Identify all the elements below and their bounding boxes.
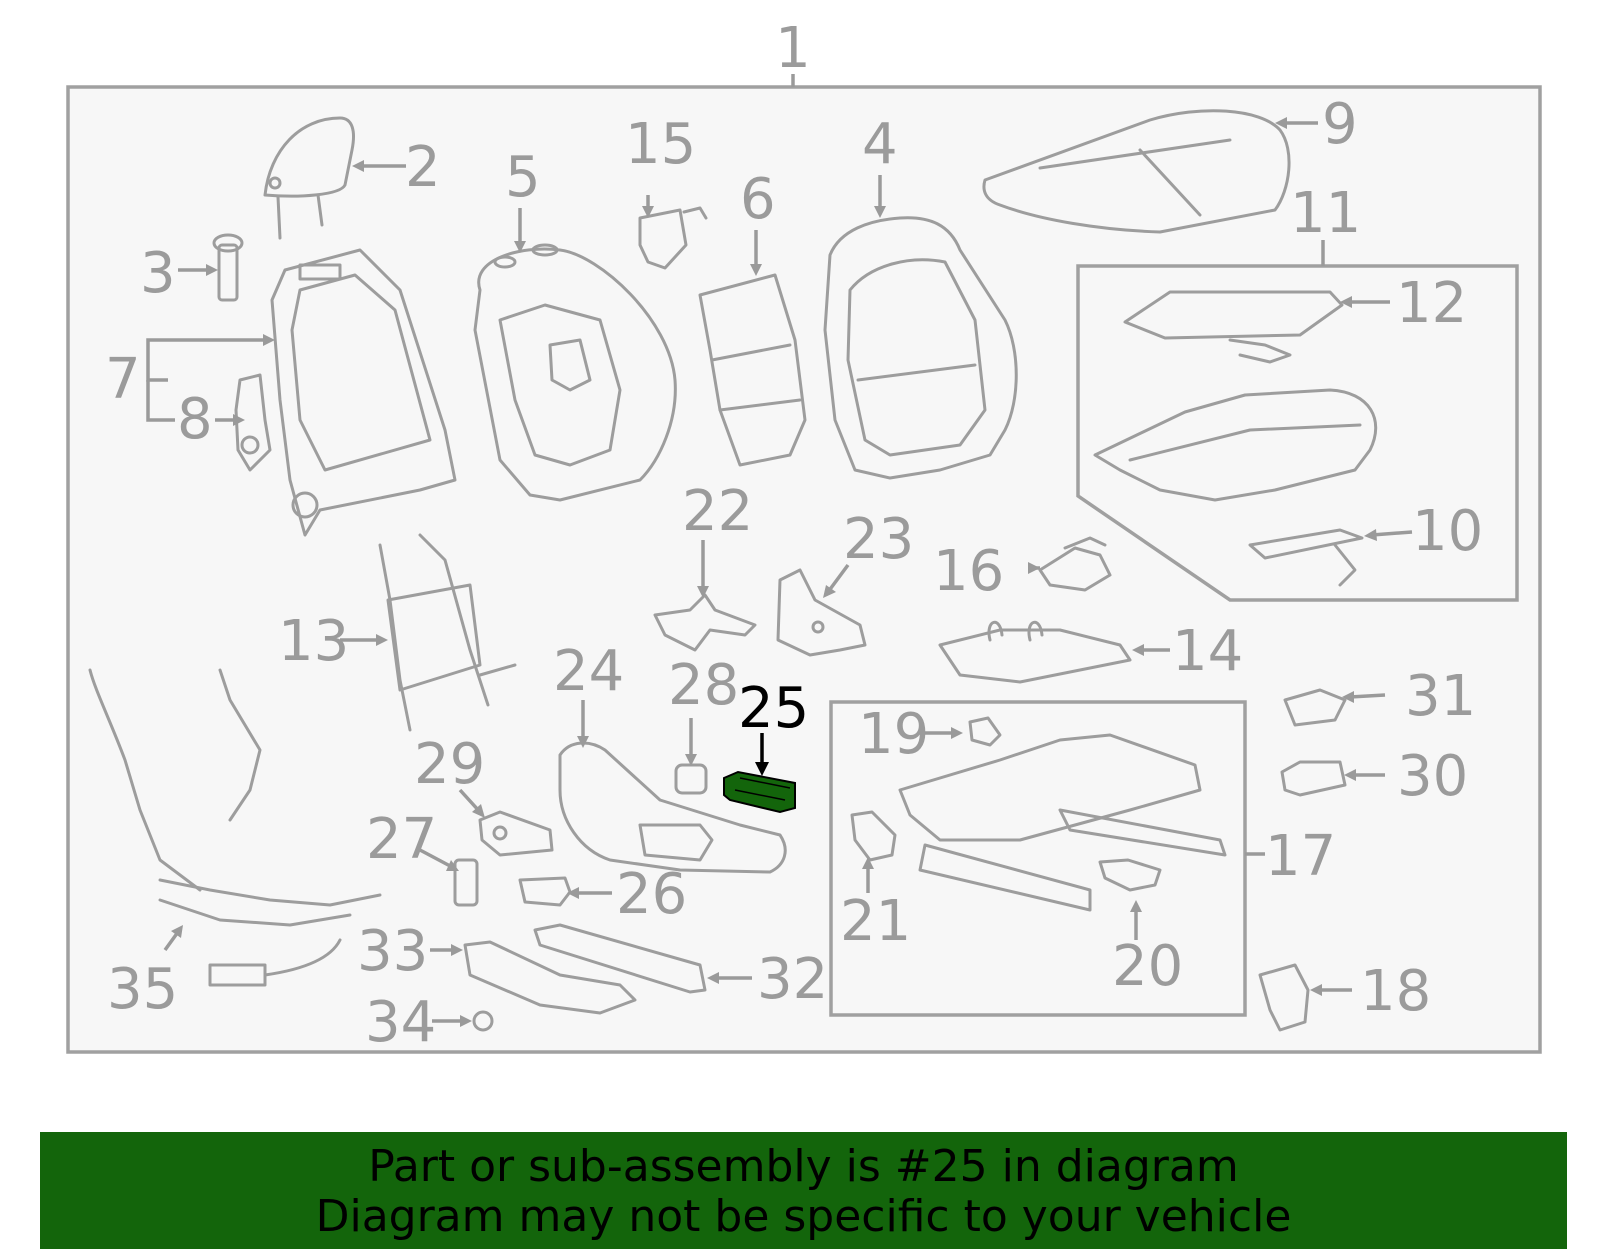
callout-22: 22 bbox=[682, 479, 753, 544]
part-29-switch-bezel[interactable] bbox=[478, 810, 554, 857]
part-4-seatback-cover[interactable] bbox=[823, 216, 1018, 480]
part-2-headrest[interactable] bbox=[263, 116, 355, 240]
parts-diagram: 1 2 3 4 5 6 7 8 9 10 11 12 13 14 15 16 1… bbox=[66, 16, 1542, 1055]
part-3-guide[interactable] bbox=[212, 233, 244, 302]
part-9-cushion-cover[interactable] bbox=[982, 109, 1291, 234]
callout-25: 25 bbox=[738, 676, 809, 741]
part-31-clip[interactable] bbox=[1283, 688, 1347, 727]
part-19-bracket[interactable] bbox=[968, 716, 1002, 747]
callout-27: 27 bbox=[366, 807, 437, 872]
subassembly-box-11 bbox=[1076, 264, 1519, 602]
callout-31: 31 bbox=[1405, 664, 1476, 729]
part-24-side-shield[interactable] bbox=[558, 741, 787, 874]
callout-29: 29 bbox=[414, 732, 485, 797]
callout-12: 12 bbox=[1396, 271, 1467, 336]
callout-21: 21 bbox=[840, 889, 911, 954]
callout-9: 9 bbox=[1322, 92, 1358, 157]
callout-24: 24 bbox=[553, 639, 624, 704]
callout-labels: 1 2 3 4 5 6 7 8 9 10 11 12 13 14 15 16 1… bbox=[105, 16, 1483, 1055]
part-33-trim-panel[interactable] bbox=[463, 940, 637, 1015]
callout-19: 19 bbox=[858, 702, 929, 767]
part-13-lumbar[interactable] bbox=[378, 533, 517, 732]
callout-16: 16 bbox=[933, 539, 1004, 604]
part-7-seatback-frame[interactable] bbox=[270, 248, 457, 537]
part-6-heater-pad[interactable] bbox=[698, 273, 807, 467]
callout-18: 18 bbox=[1360, 959, 1431, 1024]
callout-23: 23 bbox=[843, 507, 914, 572]
subassembly-box-17 bbox=[829, 700, 1247, 1017]
part-30-module[interactable] bbox=[1280, 760, 1347, 797]
part-16-switch[interactable] bbox=[1038, 536, 1112, 592]
part-32-trim-rail[interactable] bbox=[533, 923, 707, 994]
callout-33: 33 bbox=[357, 919, 428, 984]
part-26-knob[interactable] bbox=[518, 876, 572, 907]
part-20-bracket[interactable] bbox=[1098, 858, 1162, 892]
callout-10: 10 bbox=[1412, 499, 1483, 564]
part-12-cushion-bracket[interactable] bbox=[1123, 290, 1344, 364]
part-23-trim[interactable] bbox=[776, 568, 867, 657]
banner-line-1: Part or sub-assembly is #25 in diagram bbox=[368, 1141, 1239, 1192]
part-15-sensor[interactable] bbox=[638, 206, 708, 270]
callout-5: 5 bbox=[505, 145, 541, 210]
assembly-frame bbox=[66, 85, 1542, 1054]
callout-35: 35 bbox=[107, 957, 178, 1022]
part-27-cap[interactable] bbox=[453, 858, 479, 907]
part-35-wire-harness[interactable] bbox=[88, 668, 382, 987]
leader-lines bbox=[146, 117, 1413, 1027]
callout-11: 11 bbox=[1290, 181, 1361, 246]
part-25-switch-highlighted[interactable] bbox=[723, 770, 796, 814]
callout-32: 32 bbox=[757, 947, 828, 1012]
part-21-motor[interactable] bbox=[850, 810, 897, 862]
callout-2: 2 bbox=[405, 135, 441, 200]
part-5-seatback-pad[interactable] bbox=[473, 243, 677, 502]
callout-20: 20 bbox=[1112, 934, 1183, 999]
part-34-clip[interactable] bbox=[472, 1010, 494, 1032]
callout-15: 15 bbox=[625, 112, 696, 177]
callout-8: 8 bbox=[177, 387, 213, 452]
callout-14: 14 bbox=[1172, 619, 1243, 684]
callout-34: 34 bbox=[365, 990, 436, 1055]
callout-17: 17 bbox=[1265, 824, 1336, 889]
part-14-seat-spring[interactable] bbox=[938, 621, 1132, 684]
callout-7: 7 bbox=[105, 347, 141, 412]
info-banner: Part or sub-assembly is #25 in diagram D… bbox=[40, 1132, 1567, 1249]
part-18-latch[interactable] bbox=[1258, 963, 1310, 1032]
callout-26: 26 bbox=[616, 862, 687, 927]
banner-line-2: Diagram may not be specific to your vehi… bbox=[315, 1191, 1292, 1242]
callout-1: 1 bbox=[775, 16, 811, 81]
callout-28: 28 bbox=[668, 653, 739, 718]
callout-4: 4 bbox=[862, 112, 898, 177]
callout-13: 13 bbox=[278, 609, 349, 674]
part-10-cushion-pad[interactable] bbox=[1093, 388, 1378, 587]
callout-3: 3 bbox=[140, 241, 176, 306]
part-17-seat-adjuster[interactable] bbox=[898, 733, 1227, 912]
callout-6: 6 bbox=[740, 167, 776, 232]
callout-30: 30 bbox=[1397, 744, 1468, 809]
part-22-bracket[interactable] bbox=[653, 593, 757, 652]
